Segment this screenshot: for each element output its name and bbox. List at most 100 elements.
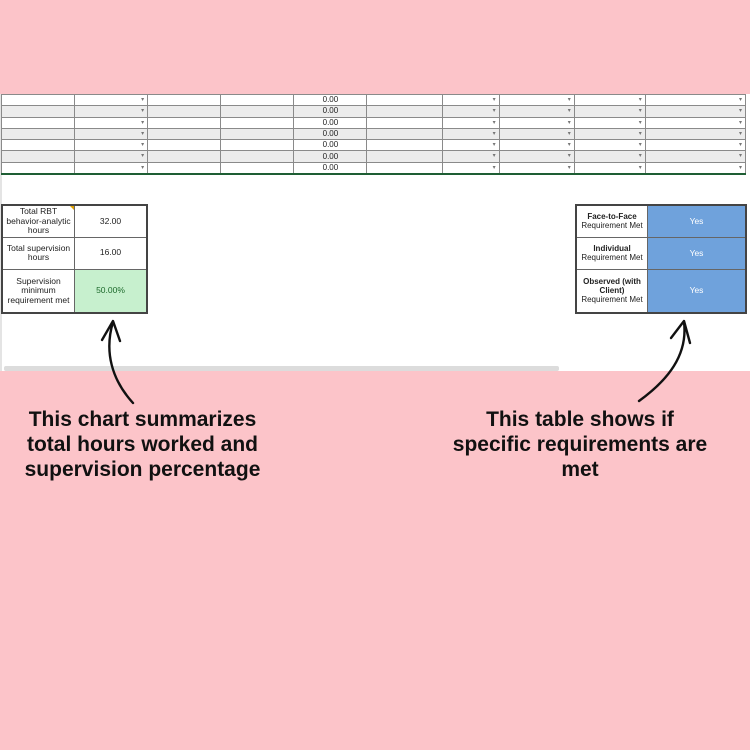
dropdown-cell[interactable]: ▾ xyxy=(644,139,747,152)
dropdown-cell[interactable]: ▾ xyxy=(498,150,575,163)
dropdown-cell[interactable]: ▾ xyxy=(74,116,149,129)
chevron-down-icon[interactable]: ▾ xyxy=(738,108,742,115)
dropdown-cell[interactable]: ▾ xyxy=(573,127,646,141)
hours-cell[interactable]: 0.00 xyxy=(293,116,368,129)
table-cell[interactable] xyxy=(0,105,76,118)
dropdown-cell[interactable]: ▾ xyxy=(498,139,575,152)
table-cell[interactable] xyxy=(147,139,222,152)
table-cell[interactable] xyxy=(147,161,222,175)
chevron-down-icon[interactable]: ▾ xyxy=(638,142,642,149)
table-cell[interactable] xyxy=(0,116,76,129)
hours-cell[interactable]: 0.00 xyxy=(293,139,368,152)
dropdown-cell[interactable]: ▾ xyxy=(498,105,575,118)
table-cell[interactable] xyxy=(220,139,295,152)
chevron-down-icon[interactable]: ▾ xyxy=(141,130,145,137)
dropdown-cell[interactable]: ▾ xyxy=(498,116,575,129)
dropdown-cell[interactable]: ▾ xyxy=(573,105,646,118)
chevron-down-icon[interactable]: ▾ xyxy=(567,142,571,149)
dropdown-cell[interactable]: ▾ xyxy=(644,93,747,107)
chevron-down-icon[interactable]: ▾ xyxy=(738,142,742,149)
table-cell[interactable] xyxy=(147,93,222,107)
horizontal-scrollbar[interactable] xyxy=(4,366,559,371)
table-cell[interactable] xyxy=(220,161,295,175)
dropdown-cell[interactable]: ▾ xyxy=(74,150,149,163)
chevron-down-icon[interactable]: ▾ xyxy=(567,119,571,126)
dropdown-cell[interactable]: ▾ xyxy=(74,93,149,107)
chevron-down-icon[interactable]: ▾ xyxy=(141,164,145,171)
chevron-down-icon[interactable]: ▾ xyxy=(492,97,496,103)
chevron-down-icon[interactable]: ▾ xyxy=(738,164,742,171)
chevron-down-icon[interactable]: ▾ xyxy=(141,108,145,115)
dropdown-cell[interactable]: ▾ xyxy=(573,161,646,175)
comment-marker-icon[interactable] xyxy=(70,206,74,210)
dropdown-cell[interactable]: ▾ xyxy=(644,161,747,175)
dropdown-cell[interactable]: ▾ xyxy=(74,139,149,152)
chevron-down-icon[interactable]: ▾ xyxy=(638,130,642,137)
dropdown-cell[interactable]: ▾ xyxy=(498,127,575,141)
table-cell[interactable] xyxy=(147,127,222,141)
chevron-down-icon[interactable]: ▾ xyxy=(638,108,642,115)
dropdown-cell[interactable]: ▾ xyxy=(573,116,646,129)
chevron-down-icon[interactable]: ▾ xyxy=(492,108,496,115)
dropdown-cell[interactable]: ▾ xyxy=(441,127,500,141)
dropdown-cell[interactable]: ▾ xyxy=(441,116,500,129)
chevron-down-icon[interactable]: ▾ xyxy=(638,97,642,103)
table-cell[interactable] xyxy=(0,139,76,152)
table-cell[interactable] xyxy=(147,116,222,129)
hours-cell[interactable]: 0.00 xyxy=(293,161,368,175)
chevron-down-icon[interactable]: ▾ xyxy=(492,119,496,126)
table-cell[interactable] xyxy=(0,127,76,141)
table-cell[interactable] xyxy=(0,161,76,175)
dropdown-cell[interactable]: ▾ xyxy=(441,139,500,152)
chevron-down-icon[interactable]: ▾ xyxy=(492,153,496,160)
hours-cell[interactable]: 0.00 xyxy=(293,93,368,107)
hours-cell[interactable]: 0.00 xyxy=(293,105,368,118)
dropdown-cell[interactable]: ▾ xyxy=(441,105,500,118)
table-cell[interactable] xyxy=(220,127,295,141)
chevron-down-icon[interactable]: ▾ xyxy=(738,130,742,137)
chevron-down-icon[interactable]: ▾ xyxy=(567,130,571,137)
table-cell[interactable] xyxy=(366,161,443,175)
dropdown-cell[interactable]: ▾ xyxy=(644,116,747,129)
table-cell[interactable] xyxy=(0,150,76,163)
chevron-down-icon[interactable]: ▾ xyxy=(567,97,571,103)
dropdown-cell[interactable]: ▾ xyxy=(573,93,646,107)
dropdown-cell[interactable]: ▾ xyxy=(74,127,149,141)
dropdown-cell[interactable]: ▾ xyxy=(498,161,575,175)
table-cell[interactable] xyxy=(366,127,443,141)
table-cell[interactable] xyxy=(220,150,295,163)
individual-status[interactable]: Yes xyxy=(647,236,747,270)
dropdown-cell[interactable]: ▾ xyxy=(573,139,646,152)
chevron-down-icon[interactable]: ▾ xyxy=(738,119,742,126)
dropdown-cell[interactable]: ▾ xyxy=(441,150,500,163)
table-cell[interactable] xyxy=(366,116,443,129)
dropdown-cell[interactable]: ▾ xyxy=(441,93,500,107)
dropdown-cell[interactable]: ▾ xyxy=(644,127,747,141)
chevron-down-icon[interactable]: ▾ xyxy=(141,119,145,126)
chevron-down-icon[interactable]: ▾ xyxy=(567,108,571,115)
chevron-down-icon[interactable]: ▾ xyxy=(567,153,571,160)
chevron-down-icon[interactable]: ▾ xyxy=(141,97,145,103)
table-cell[interactable] xyxy=(220,105,295,118)
table-cell[interactable] xyxy=(220,93,295,107)
chevron-down-icon[interactable]: ▾ xyxy=(492,164,496,171)
chevron-down-icon[interactable]: ▾ xyxy=(492,130,496,137)
table-cell[interactable] xyxy=(147,105,222,118)
chevron-down-icon[interactable]: ▾ xyxy=(738,153,742,160)
chevron-down-icon[interactable]: ▾ xyxy=(638,164,642,171)
dropdown-cell[interactable]: ▾ xyxy=(573,150,646,163)
table-cell[interactable] xyxy=(366,150,443,163)
table-cell[interactable] xyxy=(147,150,222,163)
total-supervision-hours-value[interactable]: 16.00 xyxy=(74,236,148,270)
table-cell[interactable] xyxy=(366,105,443,118)
hours-cell[interactable]: 0.00 xyxy=(293,127,368,141)
hours-cell[interactable]: 0.00 xyxy=(293,150,368,163)
chevron-down-icon[interactable]: ▾ xyxy=(738,97,742,103)
chevron-down-icon[interactable]: ▾ xyxy=(638,153,642,160)
table-cell[interactable] xyxy=(0,93,76,107)
chevron-down-icon[interactable]: ▾ xyxy=(567,164,571,171)
supervision-percentage-value[interactable]: 50.00% xyxy=(74,268,148,314)
table-cell[interactable] xyxy=(366,139,443,152)
dropdown-cell[interactable]: ▾ xyxy=(74,161,149,175)
face-to-face-status[interactable]: Yes xyxy=(647,204,747,238)
